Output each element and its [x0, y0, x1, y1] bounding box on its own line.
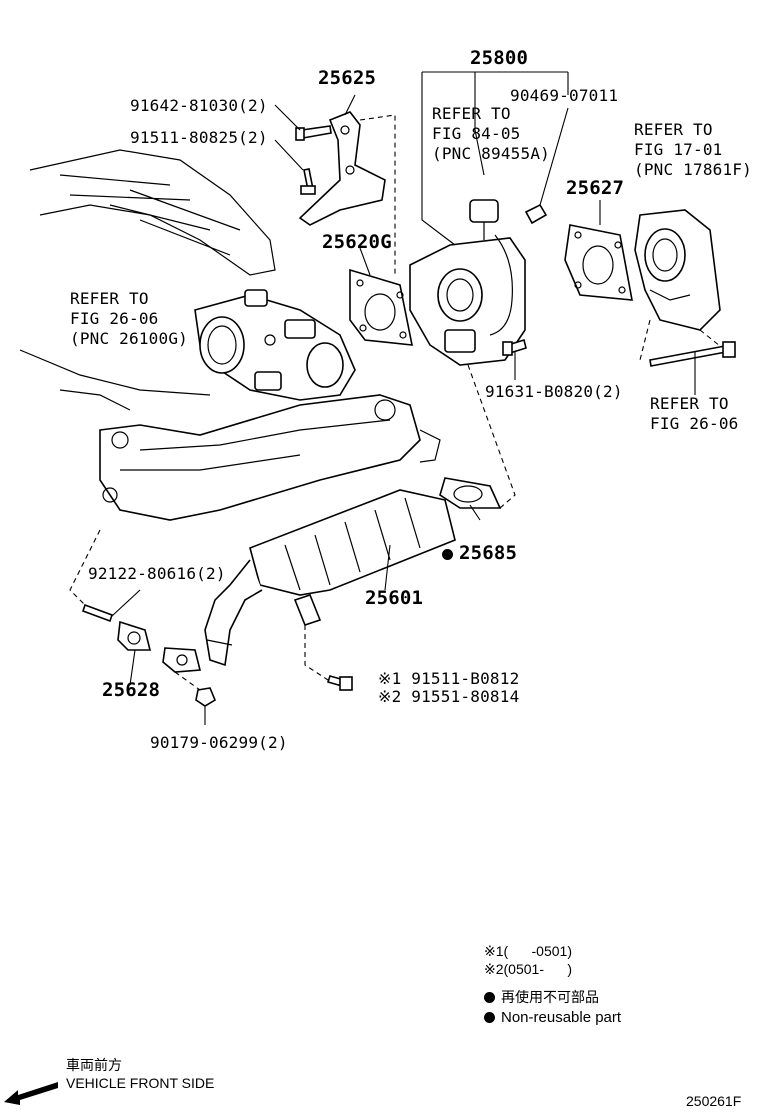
engine-block-outline — [19, 149, 276, 411]
refer-26-06b-line1: REFER TO — [650, 394, 729, 413]
egr-cooler-25601 — [204, 489, 456, 667]
long-bolt — [649, 341, 736, 367]
outlet-flange — [162, 647, 202, 673]
label-25601: 25601 — [365, 587, 424, 609]
applicability-note-1: ※1( -0501) — [484, 943, 572, 959]
figure-id: 250261F — [686, 1093, 742, 1109]
stud-92122 — [81, 603, 114, 623]
legend-bullet-icon — [484, 1012, 495, 1023]
legend-nonreusable-en: Non-reusable part — [484, 1009, 621, 1027]
label-91551-80814: ※2 91551-80814 — [378, 687, 520, 706]
exhaust-adapter — [634, 209, 721, 331]
bolt-91511-B0812 — [326, 675, 353, 691]
legend-nonreusable-en-text: Non-reusable part — [501, 1009, 622, 1026]
label-25628: 25628 — [102, 679, 161, 701]
gasket-25620G — [349, 268, 413, 346]
bolt-91642 — [295, 125, 332, 141]
gasket-25685 — [439, 477, 502, 509]
leader-lines — [111, 71, 696, 725]
assembly-lines — [69, 114, 721, 691]
refer-26-06a-line3: (PNC 26100G) — [70, 329, 188, 348]
refer-84-05-line1: REFER TO — [432, 104, 511, 123]
label-25625: 25625 — [318, 67, 377, 89]
refer-26-06a-line2: FIG 26-06 — [70, 309, 159, 328]
front-label-en: VEHICLE FRONT SIDE — [66, 1075, 215, 1091]
label-91511-80825: 91511-80825(2) — [130, 128, 268, 147]
bolt-91631 — [502, 338, 527, 356]
label-91642: 91642-81030(2) — [130, 96, 268, 115]
front-label-jp: 車両前方 — [66, 1057, 122, 1073]
non-reusable-bullet-icon — [442, 549, 453, 560]
gasket-25627 — [564, 224, 633, 301]
label-25800: 25800 — [470, 47, 529, 69]
refer-17-01-line3: (PNC 17861F) — [634, 160, 752, 179]
refer-26-06b-line2: FIG 26-06 — [650, 414, 739, 433]
bolt-pipe — [293, 594, 322, 626]
label-25685: 25685 — [442, 543, 517, 563]
gasket-25628 — [117, 620, 152, 651]
nut-90179 — [195, 687, 217, 707]
throttle-body — [194, 289, 356, 401]
applicability-note-2: ※2(0501- ) — [484, 961, 572, 977]
label-90469: 90469-07011 — [510, 86, 619, 105]
label-91631: 91631-B0820(2) — [485, 382, 623, 401]
clip-90469 — [524, 203, 548, 225]
label-25627: 25627 — [566, 177, 625, 199]
legend-nonreusable-jp-text: 再使用不可部品 — [501, 989, 599, 1005]
label-92122: 92122-80616(2) — [88, 564, 226, 583]
front-arrow-icon — [4, 1082, 58, 1105]
label-25685-text: 25685 — [459, 542, 518, 564]
refer-26-06a-line1: REFER TO — [70, 289, 149, 308]
legend-bullet-icon — [484, 992, 495, 1003]
intake-manifold — [99, 394, 441, 521]
bracket-25625 — [298, 111, 386, 226]
legend-nonreusable-jp: 再使用不可部品 — [484, 988, 599, 1006]
label-91511-B0812: ※1 91511-B0812 — [378, 669, 520, 688]
label-25620G: 25620G — [322, 231, 392, 253]
refer-17-01-line1: REFER TO — [634, 120, 713, 139]
egr-valve-25800 — [409, 199, 526, 366]
refer-84-05-line3: (PNC 89455A) — [432, 144, 550, 163]
bolt-91511-80825 — [300, 168, 316, 195]
refer-84-05-line2: FIG 84-05 — [432, 124, 521, 143]
refer-17-01-line2: FIG 17-01 — [634, 140, 723, 159]
label-90179: 90179-06299(2) — [150, 733, 288, 752]
